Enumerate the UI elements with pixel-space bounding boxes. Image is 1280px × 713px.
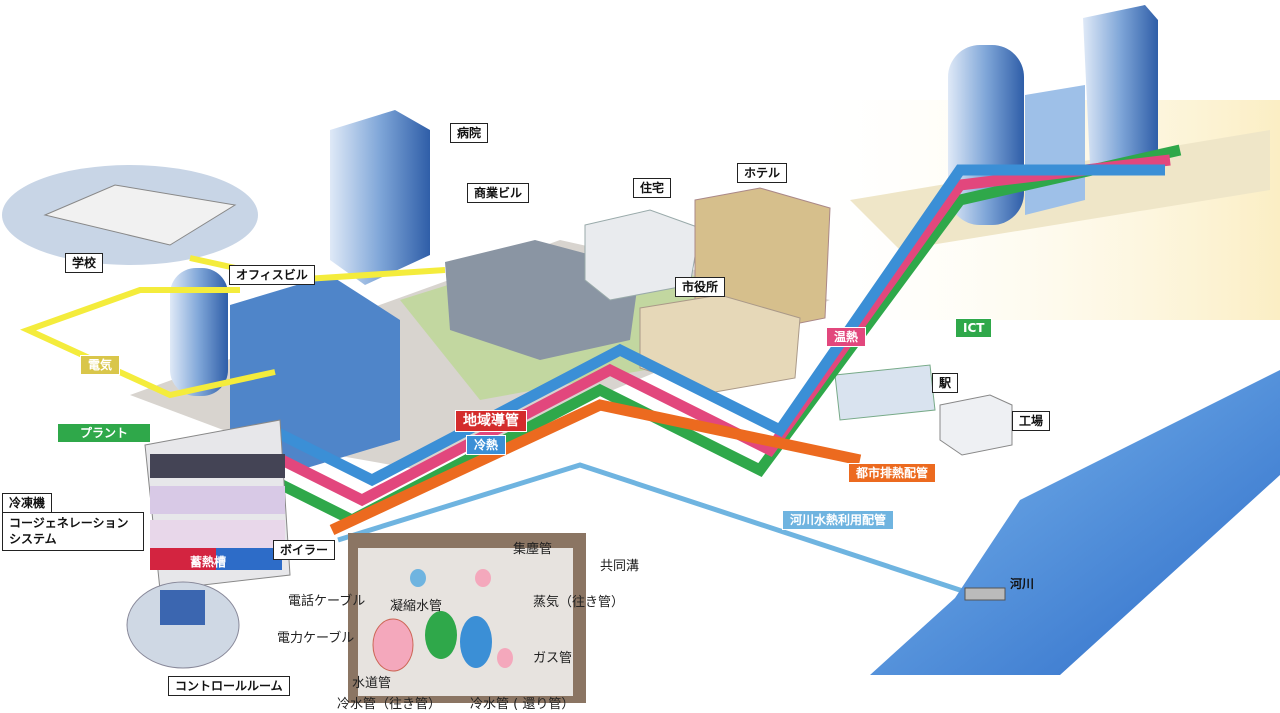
label-ict: ICT	[955, 318, 993, 338]
river-intake	[964, 587, 1006, 601]
label-housing: 住宅	[633, 178, 672, 198]
label-condensate-pipe: 凝縮水管	[390, 599, 443, 614]
river	[870, 370, 1280, 675]
label-river: 河川	[1010, 577, 1035, 591]
label-city-hall: 市役所	[675, 277, 726, 297]
label-river-water-heat-pipe: 河川水熱利用配管	[782, 510, 895, 530]
label-water-pipe: 水道管	[352, 676, 392, 691]
right-tall-tower	[1083, 5, 1158, 165]
label-refrigerator: 冷凍機	[2, 493, 53, 513]
chilled-water-return-pipe	[460, 616, 492, 668]
plant-floor-refrigerator	[150, 454, 285, 478]
label-cogeneration-system: コージェネレーションシステム	[2, 512, 144, 552]
label-hotel: ホテル	[737, 163, 788, 183]
label-school: 学校	[65, 253, 104, 273]
hospital-tower	[330, 110, 430, 285]
label-utility-tunnel: 共同溝	[600, 559, 640, 574]
round-tower	[170, 268, 228, 396]
gas-pipe	[497, 648, 513, 668]
pipe-orange	[329, 399, 862, 535]
heat-storage-tank-hot	[150, 548, 216, 570]
label-boiler: ボイラー	[273, 540, 336, 560]
station-building	[834, 364, 936, 421]
electricity-line	[20, 287, 276, 399]
heat-storage-tank-cold	[216, 548, 282, 570]
power-cable-pipe	[372, 618, 414, 672]
label-plant: プラント	[57, 423, 151, 443]
condensate-pipe	[410, 569, 426, 587]
label-commercial-building: 商業ビル	[467, 183, 530, 203]
control-room-screen	[160, 590, 205, 625]
label-cold-heat: 冷熱	[466, 435, 507, 455]
label-steam-pipe: 蒸気（往き管）	[533, 595, 625, 610]
label-station: 駅	[932, 373, 959, 393]
label-warm-heat: 温熱	[826, 327, 867, 347]
label-urban-waste-heat-pipe: 都市排熱配管	[848, 463, 937, 483]
school-building	[43, 184, 237, 246]
label-district-pipe: 地域導管	[455, 410, 527, 432]
label-power-cable: 電力ケーブル	[277, 631, 355, 646]
pipe-river-water	[337, 462, 976, 598]
label-electricity: 電気	[80, 355, 121, 375]
chilled-water-supply-pipe	[425, 611, 457, 659]
plant-floor-cogeneration	[150, 486, 285, 514]
label-telephone-cable: 電話ケーブル	[288, 594, 366, 609]
label-chilled-water-supply: 冷水管（往き管）	[337, 697, 442, 712]
label-control-room: コントロールルーム	[168, 676, 290, 696]
label-hospital: 病院	[450, 123, 489, 143]
steam-pipe	[475, 569, 491, 587]
factory-building	[939, 394, 1013, 456]
label-gas-pipe: ガス管	[533, 651, 573, 666]
pipe-blue	[269, 164, 1165, 487]
label-chilled-water-return: 冷水管 ( 還り管）	[470, 697, 575, 712]
label-factory: 工場	[1012, 411, 1051, 431]
pipe-green	[249, 144, 1182, 527]
pipe-pink	[259, 154, 1171, 507]
right-mid-tower	[1025, 85, 1085, 215]
label-dust-collection-pipe: 集塵管	[513, 542, 553, 557]
label-heat-storage-tank: 蓄熱槽	[190, 555, 227, 569]
plant-floor-boiler	[150, 520, 285, 548]
label-office-building: オフィスビル	[229, 265, 315, 285]
